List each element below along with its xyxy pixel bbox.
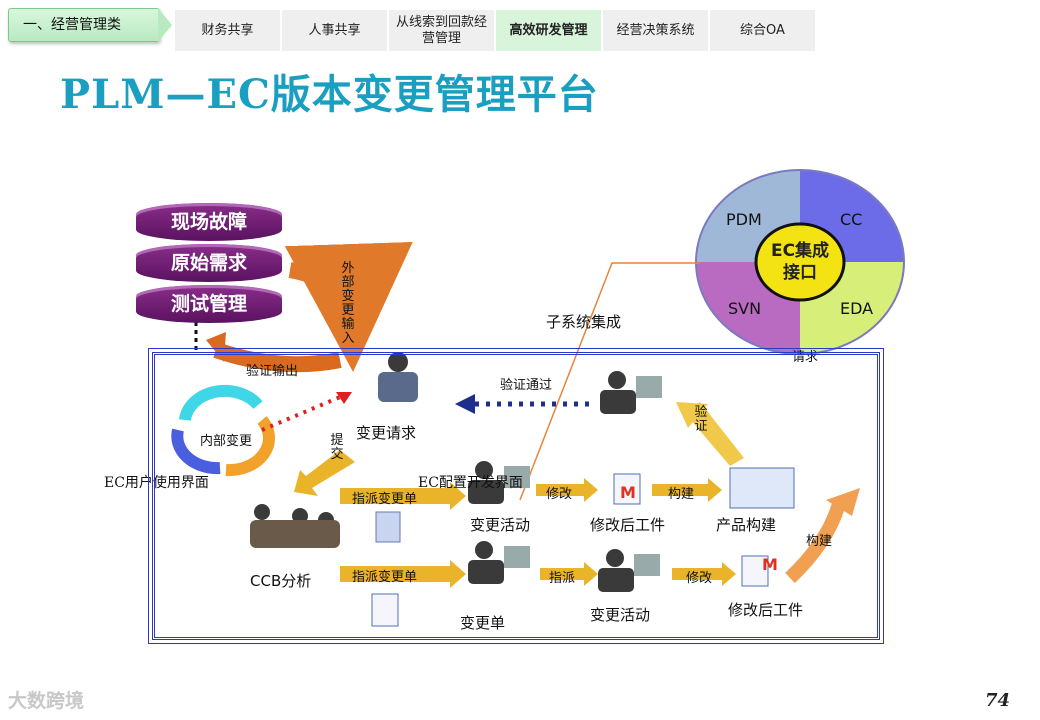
watermark: 大数跨境	[8, 686, 84, 713]
quadrant-pdm: PDM	[726, 210, 762, 229]
page-number: 74	[985, 690, 1010, 711]
quadrant-svn: SVN	[728, 299, 761, 318]
external-change-input-label: 外部变更输入	[341, 262, 355, 346]
subsystem-integration-label: 子系统集成	[546, 311, 621, 332]
source-field-fault: 现场故障	[136, 203, 282, 241]
quadrant-cc: CC	[840, 210, 862, 229]
process-frame	[152, 352, 880, 640]
integration-center-label: EC集成接口	[768, 240, 832, 284]
quadrant-eda: EDA	[840, 299, 873, 318]
source-test-management: 测试管理	[136, 285, 282, 323]
source-original-requirement: 原始需求	[136, 244, 282, 282]
